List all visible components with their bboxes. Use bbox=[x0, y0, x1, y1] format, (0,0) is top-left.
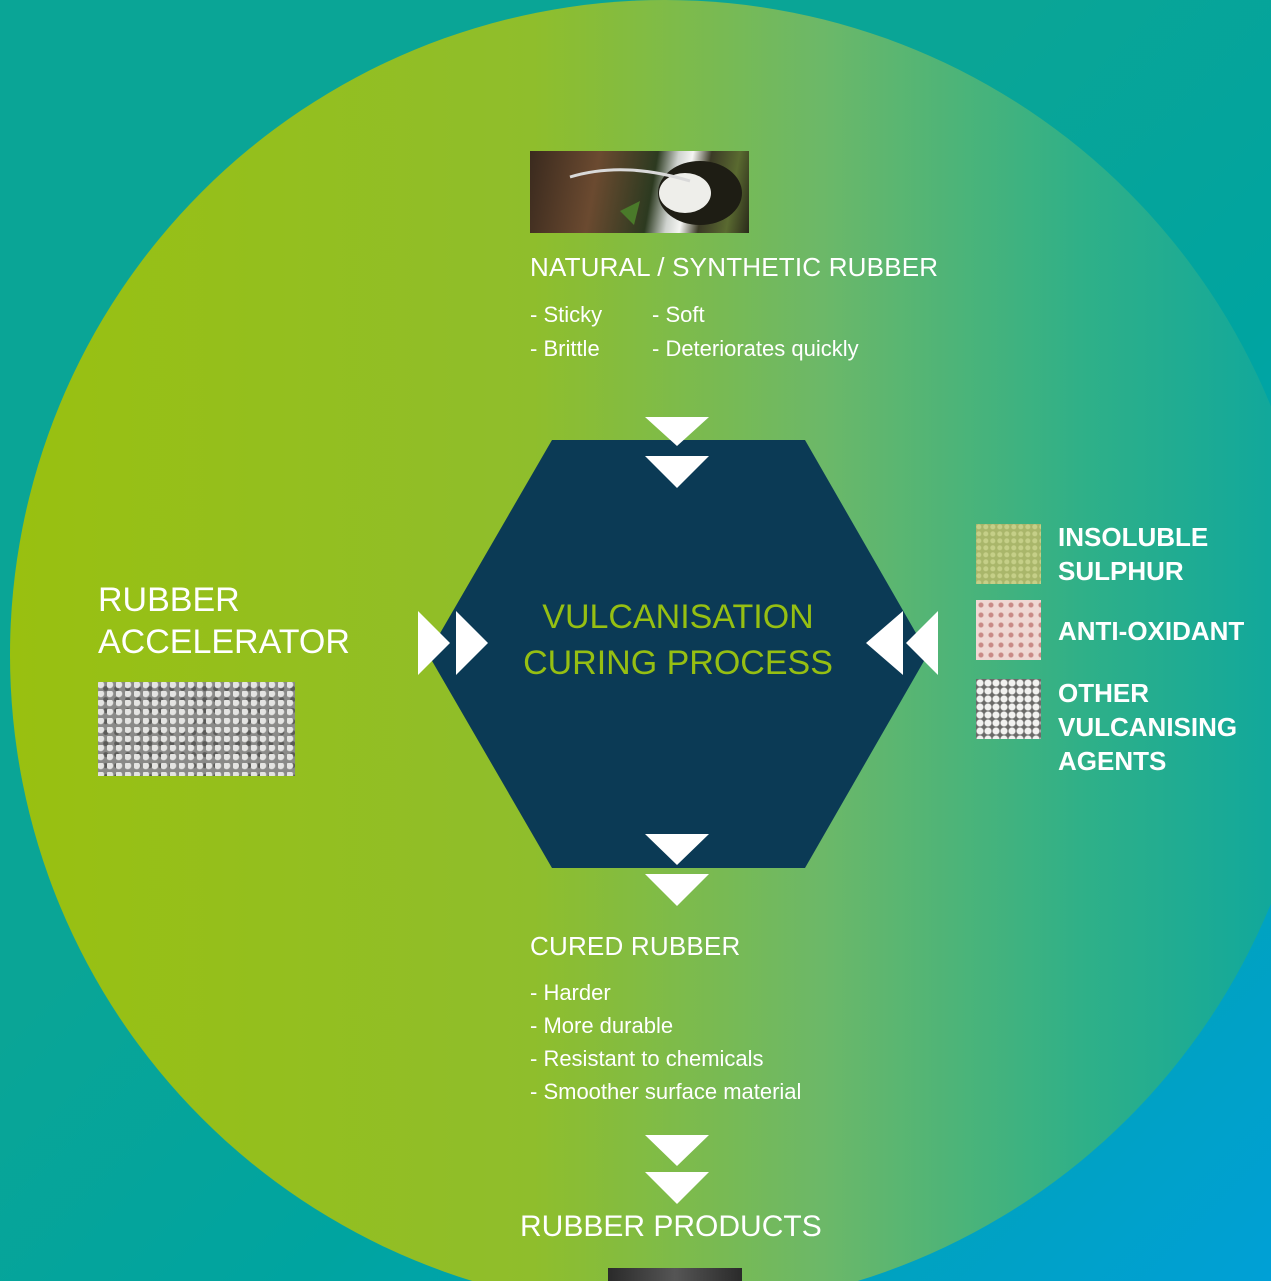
bullet-deteriorates: - Deteriorates quickly bbox=[652, 336, 859, 361]
anti-oxidant-label: ANTI-OXIDANT bbox=[1058, 616, 1245, 646]
arrow-hex-bottom-2 bbox=[645, 874, 709, 906]
cured-heading: CURED RUBBER bbox=[530, 931, 741, 961]
arrow-left-1 bbox=[418, 611, 450, 675]
left-line1: RUBBER bbox=[98, 581, 240, 619]
arrow-right-2 bbox=[906, 611, 938, 675]
arrow-left-2 bbox=[456, 611, 488, 675]
rubber-products-label: RUBBER PRODUCTS bbox=[520, 1210, 822, 1243]
top-heading: NATURAL / SYNTHETIC RUBBER bbox=[530, 252, 939, 282]
rubber-accelerator-label: RUBBER ACCELERATOR bbox=[98, 579, 350, 663]
accelerator-granules-photo bbox=[98, 682, 295, 776]
arrow-products-2 bbox=[645, 1172, 709, 1204]
center-line2: CURING PROCESS bbox=[523, 644, 833, 682]
top-bullets-col1: - Sticky - Brittle bbox=[530, 298, 602, 366]
insoluble-sulphur-label: INSOLUBLE SULPHUR bbox=[1058, 522, 1209, 586]
other-agents-photo bbox=[976, 679, 1041, 739]
arrow-right-1 bbox=[866, 611, 903, 675]
center-label: VULCANISATION CURING PROCESS bbox=[478, 594, 878, 686]
other-agents-label: OTHER VULCANISING AGENTS bbox=[1058, 678, 1238, 776]
bullet-brittle: - Brittle bbox=[530, 336, 600, 361]
left-line2: ACCELERATOR bbox=[98, 623, 350, 661]
bullet-sticky: - Sticky bbox=[530, 302, 603, 327]
bullet-smoother: - Smoother surface material bbox=[530, 1079, 802, 1104]
arrow-hex-bottom-1 bbox=[645, 834, 709, 865]
insoluble-sulphur-photo bbox=[976, 524, 1041, 584]
rubber-products-photo bbox=[608, 1268, 742, 1281]
arrow-top-2 bbox=[645, 456, 709, 488]
rubber-tapping-photo bbox=[530, 151, 749, 233]
bullet-durable: - More durable bbox=[530, 1013, 674, 1038]
top-bullets-col2: - Soft - Deteriorates quickly bbox=[652, 298, 859, 366]
center-line1: VULCANISATION bbox=[542, 598, 814, 636]
arrow-top-1 bbox=[645, 417, 709, 446]
anti-oxidant-photo bbox=[976, 600, 1041, 660]
bullet-soft: - Soft bbox=[652, 302, 705, 327]
bullet-harder: - Harder bbox=[530, 980, 611, 1005]
bullet-resistant: - Resistant to chemicals bbox=[530, 1046, 764, 1071]
arrow-products-1 bbox=[645, 1135, 709, 1166]
cured-bullets: - Harder - More durable - Resistant to c… bbox=[530, 976, 801, 1108]
